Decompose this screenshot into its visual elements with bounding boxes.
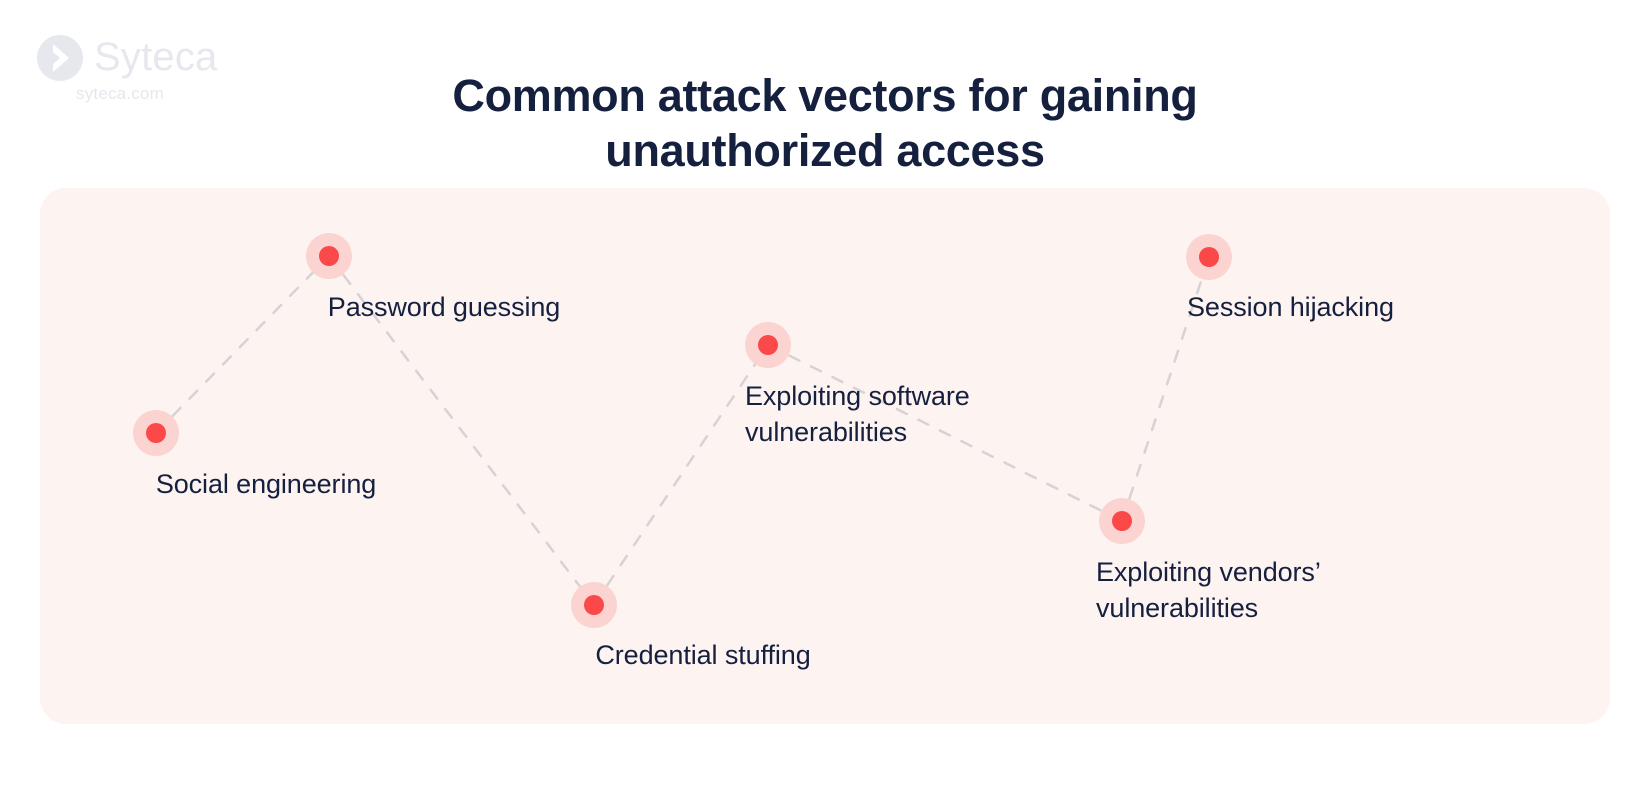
data-point-marker[interactable] bbox=[745, 322, 791, 368]
data-point-core bbox=[1112, 511, 1132, 531]
data-point-label: Credential stuffing bbox=[595, 640, 811, 670]
data-point-core bbox=[1199, 247, 1219, 267]
connector-lines bbox=[154, 254, 1211, 607]
data-point-core bbox=[758, 335, 778, 355]
data-point-marker[interactable] bbox=[306, 233, 352, 279]
data-point-label: Social engineering bbox=[155, 469, 377, 499]
connector-segment bbox=[154, 254, 331, 435]
data-point-core bbox=[319, 246, 339, 266]
brand-logo: Syteca syteca.com bbox=[36, 32, 276, 112]
connector-segment bbox=[592, 343, 770, 607]
connector-segment bbox=[327, 254, 596, 607]
brand-url: syteca.com bbox=[76, 84, 164, 103]
play-chevron-circle-icon bbox=[37, 35, 83, 81]
data-point-marker[interactable] bbox=[1186, 234, 1232, 280]
brand-name: Syteca bbox=[94, 35, 218, 79]
data-point-marker[interactable] bbox=[1099, 498, 1145, 544]
data-point-label: Exploiting software vulnerabilities bbox=[745, 381, 970, 447]
data-point-marker[interactable] bbox=[571, 582, 617, 628]
page-title: Common attack vectors for gaining unauth… bbox=[452, 70, 1198, 177]
data-point-core bbox=[584, 595, 604, 615]
connector-segment bbox=[766, 343, 1124, 523]
data-point-label: Password guessing bbox=[327, 292, 561, 322]
data-point-label: Session hijacking bbox=[1187, 292, 1394, 322]
data-point-marker[interactable] bbox=[133, 410, 179, 456]
data-point-core bbox=[146, 423, 166, 443]
data-point-label: Exploiting vendors’ vulnerabilities bbox=[1096, 557, 1321, 623]
